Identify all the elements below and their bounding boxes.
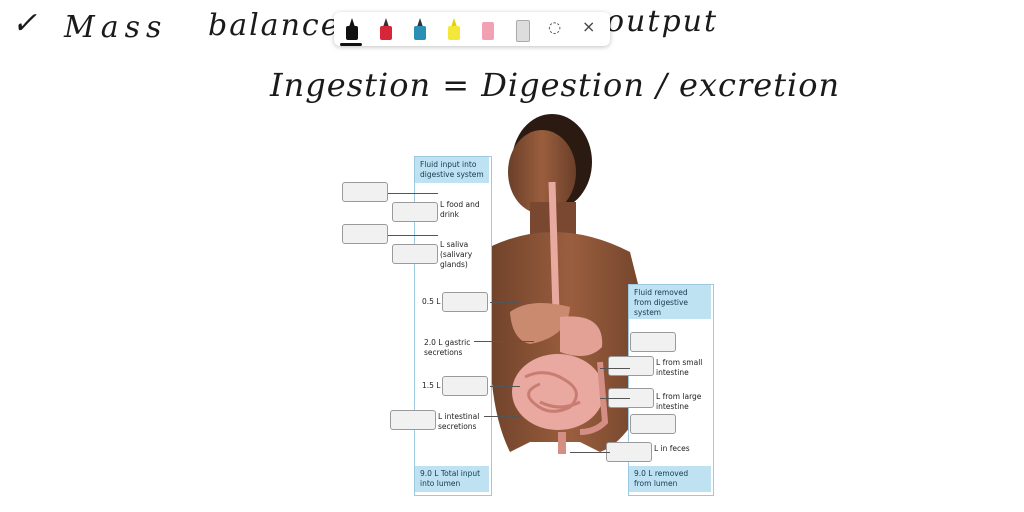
answer-box-05[interactable] [442,292,488,312]
label-05: 0.5 L [422,297,441,306]
label-intestinal: L intestinal secretions [438,412,480,431]
removed-panel-header: Fluid removed from digestive system [629,285,711,319]
lasso-icon[interactable]: ◌ [548,18,562,36]
answer-box-intestinal[interactable] [390,410,436,430]
note-output: output [606,4,719,39]
close-icon[interactable]: × [582,17,596,36]
label-large-int: L from large intestine [656,392,702,411]
ruler-icon[interactable] [510,16,532,44]
connector-line [570,452,610,453]
answer-box-feces[interactable] [606,442,652,462]
note-balance: balance [208,8,341,43]
yellow-highlighter-icon[interactable] [442,16,464,44]
label-food-drink: L food and drink [440,200,480,219]
note-equation: Ingestion = Digestion / excretion [270,66,841,104]
removed-total-footer: 9.0 L removed from lumen [629,466,711,492]
label-15: 1.5 L [422,381,441,390]
note-mass: Mass [64,10,168,45]
connector-line [388,193,438,194]
connector-line [388,235,438,236]
answer-box-small-int[interactable] [608,356,654,376]
label-saliva: L saliva (salivary glands) [440,240,473,269]
answer-box-3[interactable] [342,224,388,244]
answer-box-15[interactable] [442,376,488,396]
total-input-footer: 9.0 L Total input into lumen [415,466,489,492]
red-marker-icon[interactable] [374,16,396,44]
pen-toolbar: ◌ × [334,12,610,46]
connector-line [490,386,520,387]
connector-line [490,302,520,303]
connector-line [600,368,630,369]
answer-box-1[interactable] [342,182,388,202]
input-panel-header: Fluid input into digestive system [415,157,489,183]
connector-line [484,416,520,417]
check-mark: ✓ [12,6,38,41]
blue-marker-icon[interactable] [408,16,430,44]
answer-box-right-4[interactable] [630,414,676,434]
answer-box-2[interactable] [392,202,438,222]
connector-line [474,341,534,342]
answer-box-4[interactable] [392,244,438,264]
digestive-fluid-diagram: Fluid input into digestive system 9.0 L … [330,112,730,502]
black-marker-icon[interactable] [340,16,362,46]
label-small-int: L from small intestine [656,358,703,377]
connector-line [600,398,630,399]
eraser-icon[interactable] [476,16,498,44]
label-feces: L in feces [654,444,690,453]
label-gastric: 2.0 L gastric secretions [424,338,471,357]
answer-box-right-1[interactable] [630,332,676,352]
